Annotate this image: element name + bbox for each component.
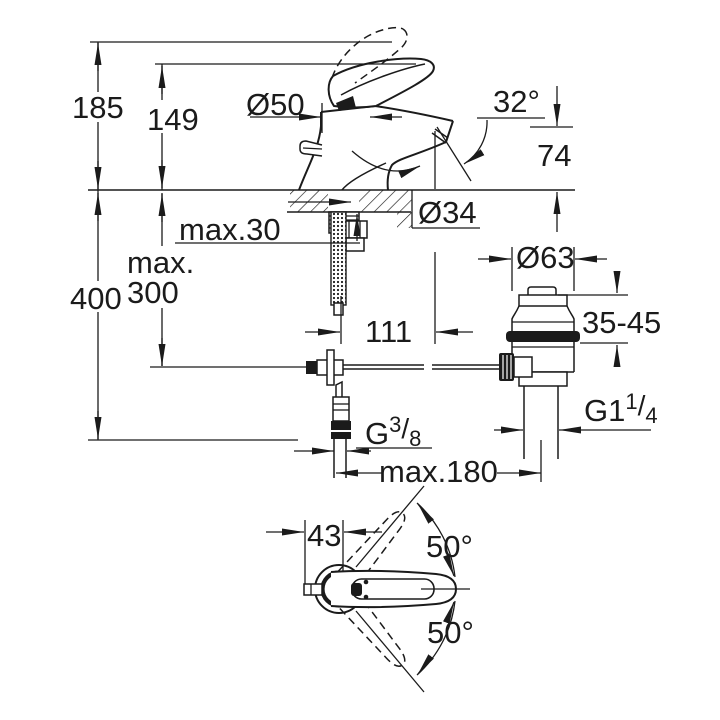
swing-angle-arcs — [416, 502, 456, 676]
label-install-depth: 400 — [70, 281, 122, 316]
dimension-lines — [88, 41, 651, 477]
label-waste-cap-diameter: Ø63 — [516, 240, 575, 275]
flexible-supply-hose — [330, 211, 347, 316]
popup-rod-knob — [299, 140, 323, 157]
supply-connector — [331, 380, 351, 478]
outlet-stub — [303, 583, 323, 596]
label-spout-height: 74 — [537, 138, 571, 173]
deck-cross-section — [88, 189, 575, 229]
popup-waste-assembly — [499, 286, 580, 482]
top-view — [266, 485, 470, 693]
label-body-height: 149 — [147, 102, 199, 137]
popup-rod-linkage — [150, 349, 499, 386]
label-swing-lower: 50° — [427, 615, 474, 650]
label-deck-thickness: max.30 — [179, 212, 281, 247]
label-hole-diameter: Ø34 — [418, 195, 477, 230]
label-hose-max-line1: max. — [127, 245, 194, 280]
label-base-diameter: Ø50 — [246, 87, 305, 122]
top-view-body — [303, 485, 470, 693]
lever-handle — [327, 57, 435, 111]
stream-angle-construction — [351, 117, 545, 189]
dimension-labels: 185 149 Ø50 32° 74 max.30 Ø34 max. 300 4… — [70, 84, 661, 650]
lever-handle-raised-dashed — [331, 26, 408, 84]
label-waste-deck-range: 35-45 — [582, 305, 661, 340]
front-view — [88, 26, 651, 482]
label-total-height: 185 — [72, 90, 124, 125]
label-stream-angle: 32° — [493, 84, 540, 119]
label-supply-thread: G3/8 — [365, 412, 421, 451]
label-spout-projection: 111 — [365, 314, 412, 349]
label-swing-upper: 50° — [426, 529, 473, 564]
label-front-offset: 43 — [307, 518, 341, 553]
label-waste-thread: G11/4 — [584, 389, 658, 428]
label-hose-max-line2: 300 — [127, 275, 179, 310]
label-rod-reach-max: max.180 — [379, 454, 498, 489]
